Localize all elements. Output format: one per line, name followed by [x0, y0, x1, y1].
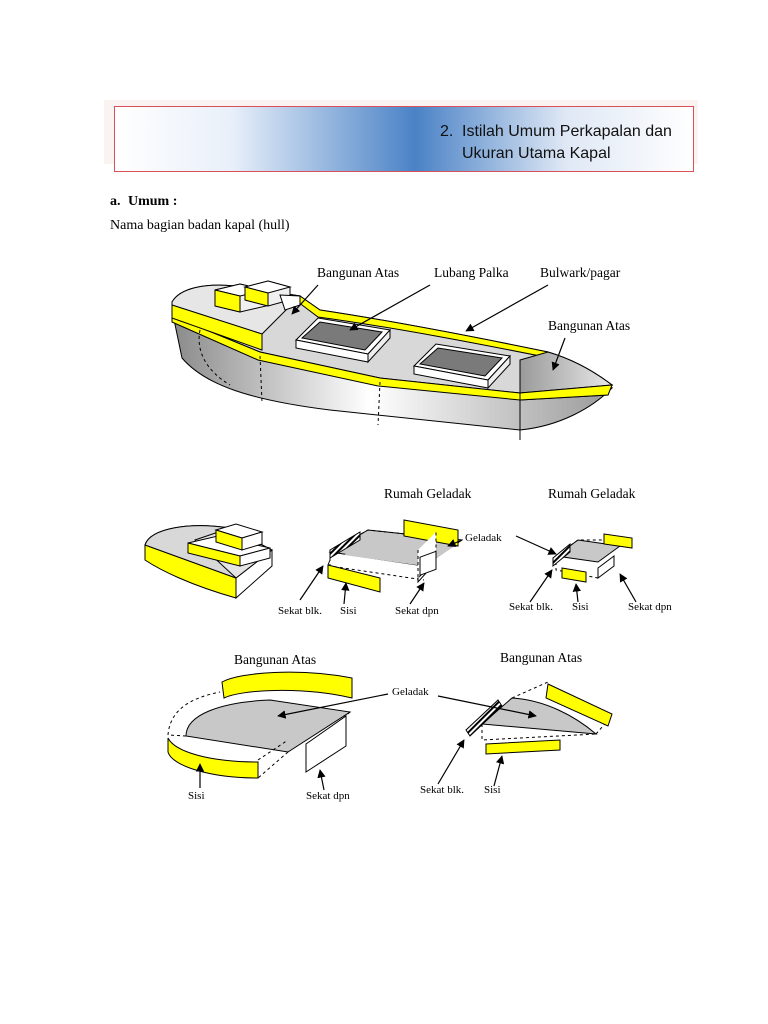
side-panel-b — [561, 567, 587, 583]
ship-hull-figure — [171, 280, 614, 440]
page-title: 2. Istilah Umum Perkapalan dan Ukuran Uta… — [440, 121, 690, 165]
side-bow-top — [545, 683, 613, 727]
poop-deck-edge — [171, 304, 263, 351]
label-deck-2: Geladak — [465, 532, 502, 544]
label-side-b: Sisi — [572, 601, 589, 613]
label-superstructure-aft: Bangunan Atas — [317, 265, 400, 280]
figure3b-arrows — [437, 695, 537, 787]
hatch-2 — [412, 343, 511, 390]
exploded-deckhouse-b — [552, 533, 633, 583]
side-panel-a-top — [403, 519, 459, 547]
figure1-arrows — [291, 284, 566, 371]
label-superstructure-fwd: Bangunan Atas — [548, 318, 631, 333]
figure2b-arrows — [515, 535, 637, 603]
label-fwd-bulkhead-a: Sekat dpn — [395, 605, 439, 617]
intro-text: Nama bagian badan kapal (hull) — [110, 218, 290, 233]
label-side-a: Sisi — [340, 605, 357, 617]
section-heading: a. Umum : — [110, 194, 177, 210]
section-letter: a. — [110, 194, 121, 209]
label-side-d: Sisi — [484, 784, 501, 796]
label-superstructure-a: Bangunan Atas — [234, 652, 317, 667]
section-title: Umum : — [128, 194, 178, 209]
figure3a-arrows — [195, 693, 389, 791]
label-deckhouse-b: Rumah Geladak — [548, 486, 636, 501]
label-aft-bulkhead-c: Sekat blk. — [420, 784, 464, 796]
label-fwd-bulkhead-c: Sekat dpn — [306, 790, 350, 802]
exploded-superstructure-b — [465, 681, 613, 755]
header-banner — [114, 106, 694, 172]
label-bulwark: Bulwark/pagar — [540, 265, 621, 280]
aft-bulkhead-c — [465, 699, 503, 737]
label-deckhouse-a: Rumah Geladak — [384, 486, 472, 501]
exploded-superstructure-a — [167, 671, 353, 779]
fwd-bulkhead-b — [597, 555, 615, 579]
label-fwd-bulkhead-b: Sekat dpn — [628, 601, 672, 613]
title-number: 2. — [440, 123, 454, 140]
side-curve-bottom — [167, 737, 259, 779]
label-deck-3: Geladak — [392, 686, 429, 698]
side-curve-top — [221, 671, 353, 699]
label-side-c: Sisi — [188, 790, 205, 802]
side-panel-b-top — [603, 533, 633, 549]
label-superstructure-b: Bangunan Atas — [500, 650, 583, 665]
exploded-deckhouse-a — [327, 519, 464, 593]
label-aft-bulkhead-b: Sekat blk. — [509, 601, 553, 613]
title-line-1: Istilah Umum Perkapalan dan — [462, 123, 672, 140]
stern-superstructure — [144, 523, 273, 600]
side-bow-bottom — [485, 739, 561, 755]
aft-bulkhead-a — [329, 531, 361, 559]
aft-bulkhead-b — [552, 542, 571, 568]
side-panel-a — [327, 564, 381, 593]
title-line-2: Ukuran Utama Kapal — [462, 145, 611, 162]
label-hatch: Lubang Palka — [434, 265, 509, 280]
label-aft-bulkhead-a: Sekat blk. — [278, 605, 322, 617]
hatch-1 — [294, 317, 391, 364]
figure2a-arrows — [299, 539, 463, 605]
fwd-bulkhead-c — [305, 715, 347, 773]
